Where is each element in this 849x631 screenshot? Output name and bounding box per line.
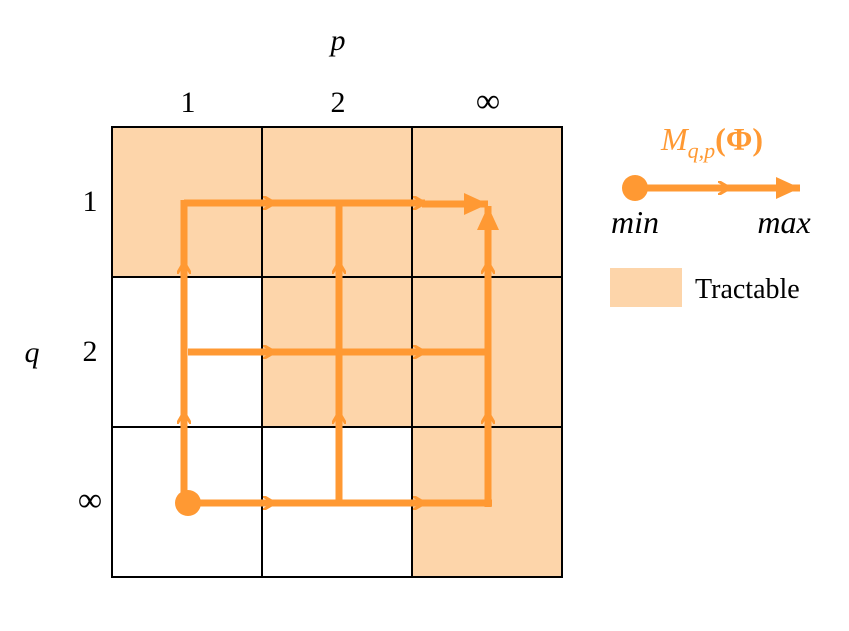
legend-min-dot <box>622 175 648 201</box>
legend-max-label: max <box>757 204 810 240</box>
q-axis-label: q <box>25 336 40 369</box>
legend-tractable-label: Tractable <box>695 274 800 305</box>
row-header-1: 1 <box>83 185 98 218</box>
p-axis-label: p <box>329 24 346 57</box>
row-header-2: 2 <box>83 335 98 368</box>
ordering-arrows <box>184 193 499 507</box>
min-start-dot <box>175 490 201 516</box>
legend-title: Mq,p(Φ) <box>660 121 763 163</box>
legend-min-label: min <box>611 204 659 240</box>
column-header-1: 1 <box>181 86 196 119</box>
row-header-infinity: ∞ <box>78 482 102 519</box>
column-header-infinity: ∞ <box>476 83 500 120</box>
legend: Mq,p(Φ) min max Tractable <box>610 121 811 307</box>
column-header-2: 2 <box>331 86 346 119</box>
legend-tractable-swatch <box>610 268 682 307</box>
